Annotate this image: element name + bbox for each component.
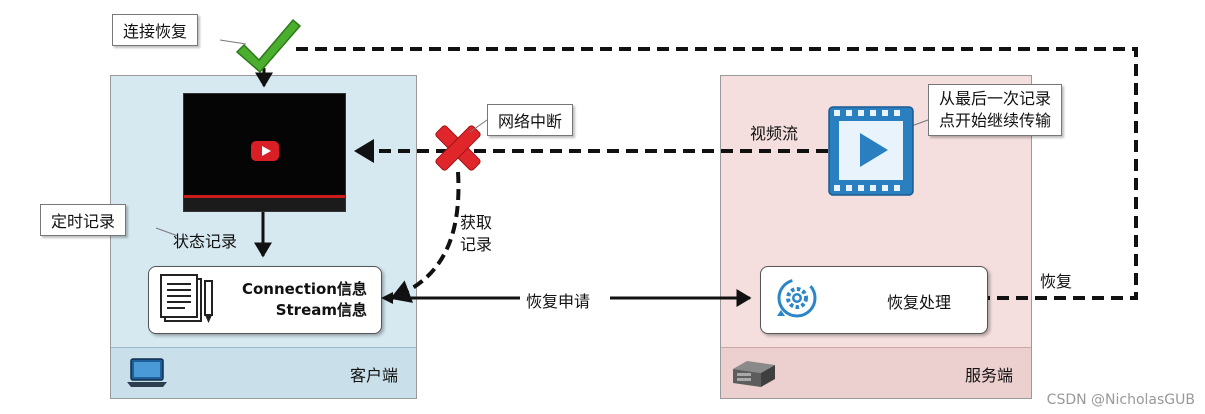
checkmark-icon (235, 18, 302, 74)
client-footer: 客户端 (111, 347, 416, 398)
server-icon (733, 361, 775, 387)
connection-info-box: Connection信息 Stream信息 (148, 266, 382, 334)
get-record-arrow (390, 171, 461, 303)
watermark: CSDN @NicholasGUB (1046, 392, 1195, 408)
video-file-icon (828, 106, 914, 196)
player-controls (184, 198, 345, 211)
laptop-icon (127, 358, 167, 387)
youtube-play-icon (251, 141, 279, 161)
info-text: Connection信息 Stream信息 (242, 279, 367, 321)
progress-bar[interactable] (184, 195, 345, 198)
recovery-request-label: 恢复申请 (526, 292, 591, 311)
resume-line-1: 从最后一次记录 (939, 89, 1052, 108)
gear-icon (777, 278, 817, 318)
timed-record-callout: 定时记录 (40, 204, 127, 236)
client-label: 客户端 (349, 366, 398, 385)
server-footer: 服务端 (721, 347, 1031, 398)
stream-info-label: Stream信息 (275, 301, 367, 319)
get-record-label: 获取 记录 (460, 213, 493, 254)
recover-label: 恢复 (1040, 272, 1073, 291)
recover-process-box: 恢复处理 (760, 266, 988, 334)
resume-line-2: 点开始继续传输 (939, 111, 1052, 130)
resume-callout: 从最后一次记录 点开始继续传输 (928, 84, 1063, 136)
server-label: 服务端 (964, 366, 1013, 385)
video-stream-label: 视频流 (750, 124, 799, 143)
connection-info-label: Connection信息 (241, 280, 367, 298)
video-player[interactable] (183, 93, 346, 212)
red-x-icon (435, 125, 481, 171)
reconnect-callout: 连接恢复 (112, 14, 199, 46)
reconnect-dashed-line (296, 47, 1138, 300)
recover-process-label: 恢复处理 (887, 293, 952, 312)
document-pen-icon (160, 274, 213, 323)
network-interrupt-callout: 网络中断 (487, 104, 574, 136)
state-record-label: 状态记录 (173, 232, 238, 251)
